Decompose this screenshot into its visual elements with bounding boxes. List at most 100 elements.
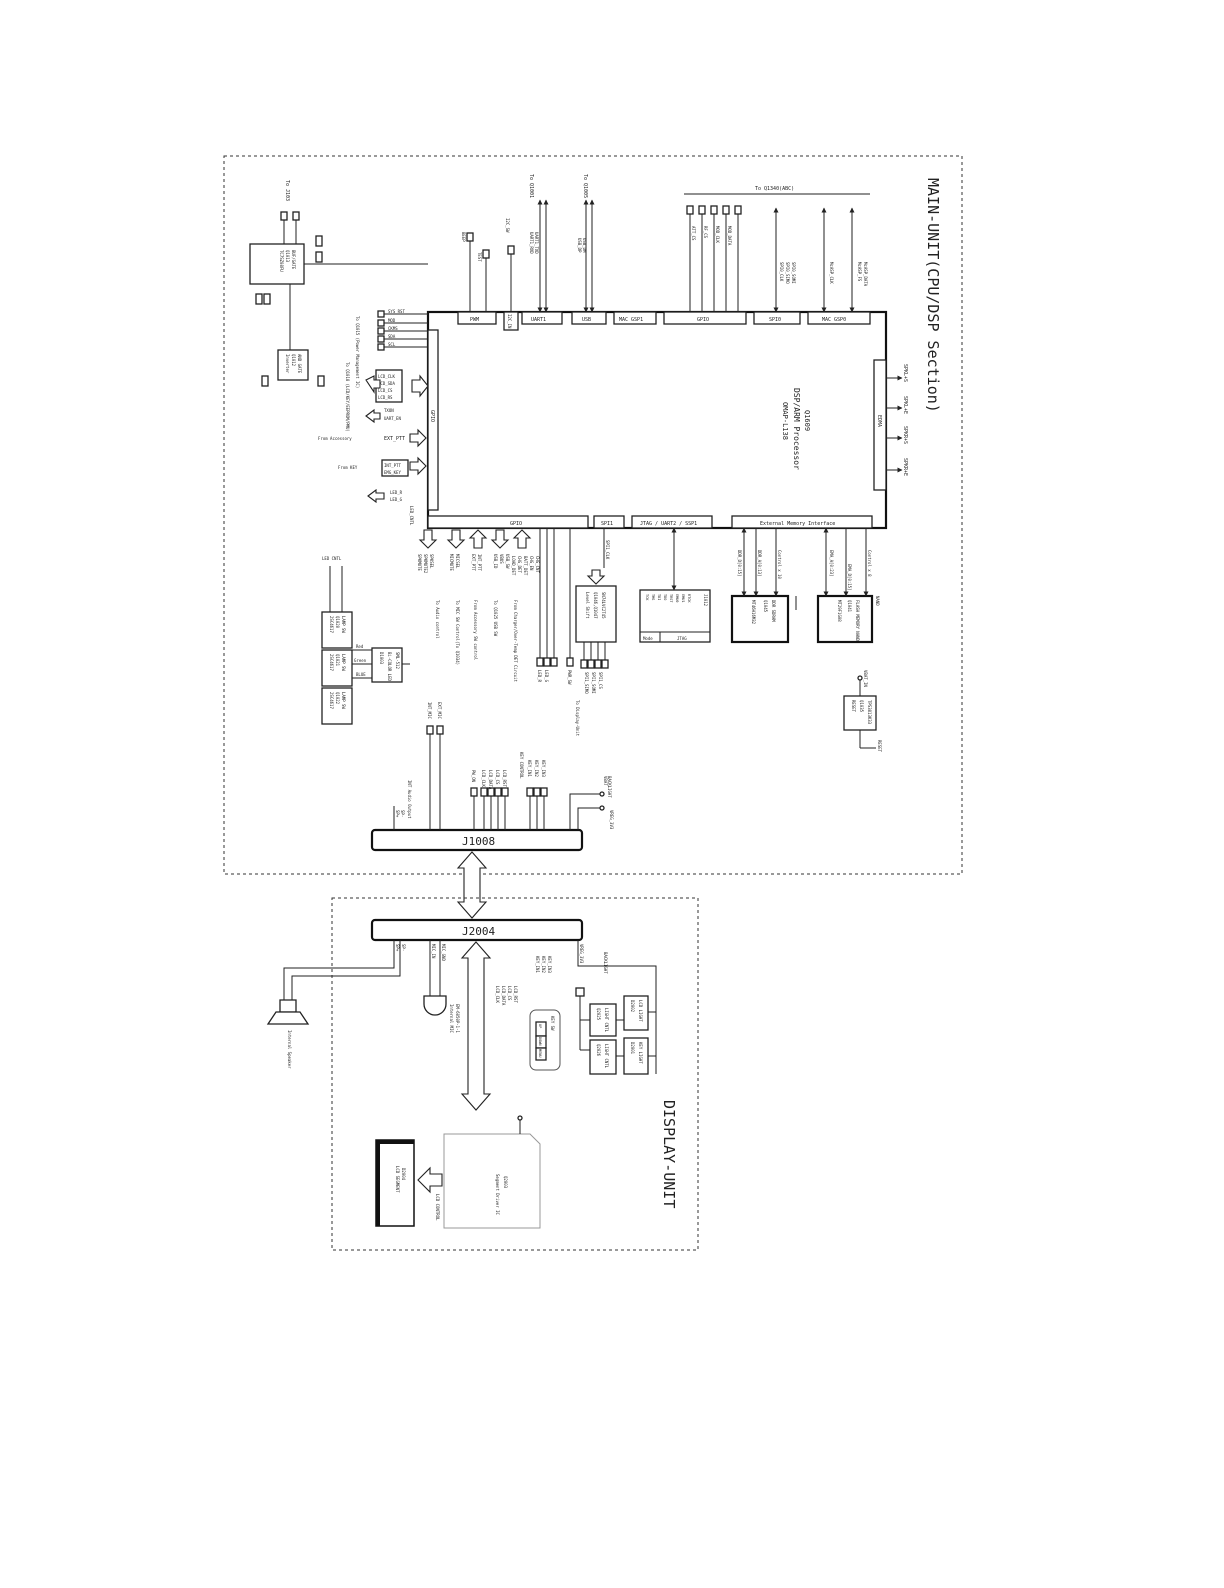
disp-sig-mic-in: MIC_IN <box>431 944 436 959</box>
disp-led-q2026-label: LIGHT CNTL <box>604 1044 609 1069</box>
sig-spkl-e: SPKL+E <box>902 396 908 414</box>
port-mac-gsp1: MAC GSP1 <box>619 317 643 323</box>
mic-part: EM-6050P-1-1 <box>455 1004 460 1033</box>
display-unit-border <box>331 897 699 1251</box>
sig-nand: NAND <box>875 596 880 606</box>
led-blocks: LED CNTL LAMP SW Q1020 2SC4617 LAMP SW Q… <box>321 556 410 725</box>
lcd-arrow-label: LCD CONTROL <box>435 1194 440 1221</box>
disp-sig-mic-gnd: MIC_GND <box>441 944 446 961</box>
sig-led-g: LED_G <box>390 497 403 502</box>
note-key-control: KEY CONTROL <box>519 752 524 779</box>
speaker: Internal Speaker SP+ SP- <box>266 940 406 1069</box>
disp-led-d2001-label: KEY LIGHT <box>638 1042 643 1064</box>
sig-j-vreg: VREG_3V3 <box>609 810 614 830</box>
port-jtag: JTAG / UART2 / SSP1 <box>640 521 697 527</box>
sig-b-led-g: LED_G <box>544 670 549 683</box>
sig-load-det: LOAD_DET <box>511 556 516 576</box>
sig-spkr-e: SPKR+E <box>902 458 908 476</box>
sig-ddr-d: DDR_D[0:15] <box>737 550 742 577</box>
reset-title: RESET <box>851 700 856 713</box>
disp-sig-key-in3: KEY_IN3 <box>547 956 552 973</box>
sig-ddr-a: DDR_A[0:13] <box>757 550 762 577</box>
key-down: DOWN <box>538 1037 542 1045</box>
reset-part: TPS3813K33 <box>867 700 872 725</box>
key-menu: MENU <box>538 1049 542 1057</box>
sig-b-int-ptt: INT_PTT <box>477 554 482 571</box>
sig-mcasp-fs: McASP_FS <box>857 262 862 282</box>
note-to-q1001: To Q1001 <box>528 174 534 198</box>
jtag-row-3: TDO <box>663 594 667 600</box>
note-pmic: To Q1015 (Power Management IC) <box>355 316 360 388</box>
sig-led-cntl: LED_CNTL <box>409 506 414 526</box>
sig-reset: RESET <box>877 740 882 753</box>
port-i2c: I2C_IN <box>507 314 512 329</box>
top-signal-lines: BEEP TEST I2C_SW UART1_RXD UART1_TXD To … <box>461 174 870 313</box>
led-color-blue: BLUE <box>356 672 366 677</box>
led-d1003-part: SML-512 <box>395 652 400 669</box>
sig-emg-key: EMG_KEY <box>384 470 401 475</box>
sig-j-key-in3: KEY_IN3 <box>541 760 546 777</box>
key-sw: KEY_IN1 KEY_IN2 KEY_IN3 KEY SW UP DOWN M… <box>529 956 561 1071</box>
sig-j-lcd-clk: LCD_CLK <box>481 770 486 787</box>
sig-uart-en: UART_EN <box>384 416 401 421</box>
sig-mod-data: MOD_DATA <box>727 226 732 246</box>
sdram-block: DDR SDRAM Q1045 MT46H16M32 DDR_D[0:15] D… <box>730 527 797 644</box>
jtag-row-0: TCK <box>645 594 649 601</box>
sig-uart1-rxd: UART1_RXD <box>529 232 534 254</box>
sig-from-accessory: From Accessory <box>318 436 352 441</box>
sig-uart1-txd: UART1_TXD <box>534 232 539 254</box>
note-usb-sw: To Q1025 USB SW <box>493 600 498 637</box>
q1012-ref: Q1012 <box>291 354 296 367</box>
sig-spi1-simo: SPI1_SIMO <box>584 672 589 694</box>
sig-sys-rst: SYS_RST <box>388 309 405 314</box>
sig-mcasp-clk: McASP_CLK <box>829 262 834 284</box>
sig-j-key-in2: KEY_IN2 <box>534 760 539 777</box>
disp-led-q2026-ref: Q2026 <box>596 1044 601 1057</box>
note-to-q1005: To Q1005 <box>582 174 588 198</box>
q1013-label: BUF/GATE <box>291 250 296 270</box>
reset-block: RESET Q1035 TPS3813K33 VBAT_IN RESET <box>843 670 882 753</box>
sig-b-ext-ptt: EXT_PTT <box>471 554 476 571</box>
q1013-ref: Q1013 <box>285 250 290 263</box>
port-mac-gsp0: MAC GSP0 <box>822 317 846 323</box>
sig-usb-id: USB_ID <box>493 554 498 569</box>
led-color-red: Red <box>356 644 364 649</box>
sig-j-sp-minus: SP- <box>400 810 405 817</box>
level-shift-part: SN74LVC2T45 <box>601 592 606 619</box>
jtag-row-1: TMS <box>651 594 655 600</box>
left-top-blocks: Q1013 TC7SZ08FU BUF/GATE Q1012 AND GATE … <box>249 180 428 387</box>
display-bus-arrow <box>460 941 492 1111</box>
port-gpio-top: GPIO <box>697 317 709 323</box>
jtag-row-6: EMU1 <box>681 594 685 602</box>
disp-sig-key-in1: KEY_IN1 <box>535 956 540 973</box>
j1008-area: J1008 SP+ SP- INT Audio Output INT_MIC E… <box>370 702 614 852</box>
sig-j-pw-on: PW_ON <box>471 770 476 783</box>
port-usb: USB <box>582 317 591 323</box>
sdram-ref: Q1045 <box>763 600 768 613</box>
lcd-label: LCD SEGMENT <box>395 1166 400 1193</box>
sig-j-int-mic: INT_MIC <box>427 702 432 719</box>
j2004-label: J2004 <box>462 925 495 938</box>
sig-pwr-sw: PWR_SW <box>567 670 572 685</box>
mic: Internal MIC EM-6050P-1-1 MIC_IN MIC_GND <box>423 940 460 1033</box>
sig-spkl-s: SPKL+S <box>902 364 908 382</box>
disp-sig-lcd-data: LCD_DATA <box>501 986 506 1006</box>
jtag-ref: J1012 <box>703 594 708 607</box>
sig-usb-dm: USB_DM <box>582 238 587 253</box>
right-signals: SPKL+S SPKL+E SPKR+S SPKR+E <box>886 364 908 476</box>
jtag-row-2: TDI <box>657 594 661 600</box>
lcd-ref: D2004 <box>401 1168 406 1181</box>
sig-usb-dp: USB_DP <box>577 238 582 253</box>
sig-chg-det: CHG_DET <box>517 556 522 573</box>
sig-spkmute2: SPKMUTE2 <box>423 554 428 574</box>
left-signals: SYS_RST MOD CKMS SDA SCL To Q1015 (Power… <box>318 309 429 526</box>
segment-driver: Q2003 Segment Driver IC <box>443 1115 541 1229</box>
note-led-cntl: LED CNTL <box>322 556 342 561</box>
processor-name: DSP/ARM Processor <box>792 388 801 470</box>
note-accessory: From Accessory SW control <box>473 600 478 661</box>
level-shift: Level Shift Q1046,Q1047 SN74LVC2T45 SPI1… <box>575 528 617 694</box>
sig-j-backlight: BACKLIGHT <box>607 776 612 798</box>
top-ports: PWM I2C_IN UART1 USB MAC GSP1 GPIO SPI0 … <box>457 311 871 331</box>
flash-ref: Q1041 <box>847 600 852 613</box>
disp-led-d2002-ref: D2002 <box>630 1000 635 1013</box>
